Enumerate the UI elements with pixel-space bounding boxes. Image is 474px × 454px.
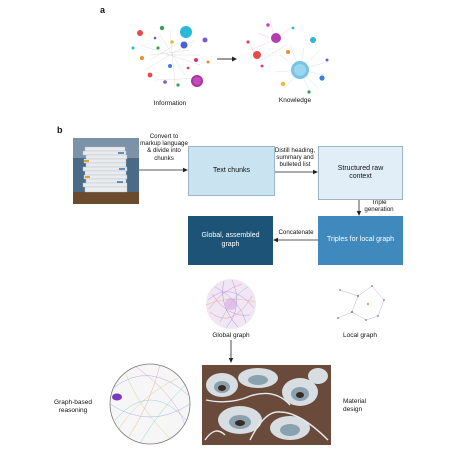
information-caption: Information	[153, 100, 187, 107]
reasoning-caption: Graph-based reasoning	[54, 399, 92, 414]
convert-label: Convert to markup language & divide into…	[140, 133, 188, 162]
material-design-caption: Material design	[343, 398, 367, 413]
structured-context-box: Structured raw context	[318, 146, 403, 200]
text-chunks-box: Text chunks	[188, 146, 275, 196]
knowledge-caption: Knowledge	[278, 97, 312, 104]
global-graph-caption: Global graph	[212, 332, 250, 339]
information-network-icon	[131, 25, 210, 87]
distill-label: Distill heading, summary and bulleted li…	[274, 147, 316, 169]
knowledge-network-icon	[246, 19, 329, 94]
triple-label: Triple generation	[364, 199, 394, 214]
concatenate-label: Concatenate	[278, 229, 314, 236]
panel-label-a: a	[100, 5, 106, 15]
panel-label-b: b	[57, 125, 63, 135]
local-graph-caption: Local graph	[343, 332, 377, 339]
triples-local-graph-box: Triples for local graph	[318, 216, 403, 265]
global-graph-box: Global, assembled graph	[188, 216, 273, 265]
